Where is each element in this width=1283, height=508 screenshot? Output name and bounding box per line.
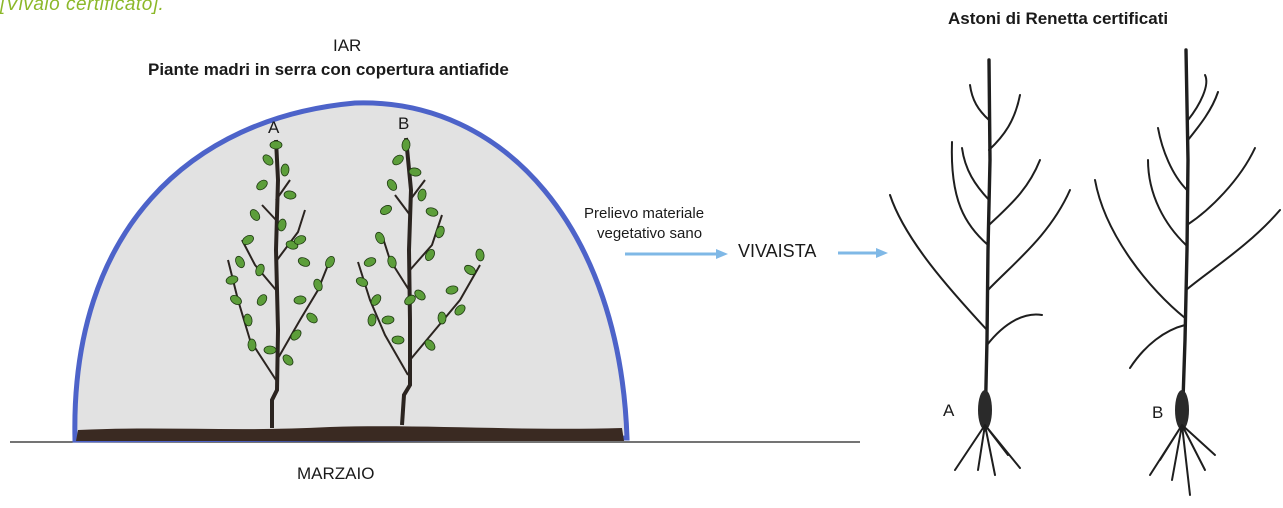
flow-step2-label: VIVAISTA [738, 241, 817, 261]
leaf [255, 263, 265, 277]
leaf [375, 231, 385, 245]
leaf [306, 312, 318, 324]
plant-label-a: A [268, 118, 280, 137]
leaf [414, 289, 426, 301]
leaf [293, 295, 307, 305]
leaf [280, 163, 290, 177]
leaf [435, 225, 445, 239]
leaf [387, 255, 397, 269]
leaf [454, 304, 466, 316]
leaf [230, 294, 242, 306]
leaf [290, 329, 302, 341]
leaf [391, 335, 405, 345]
leaf [313, 278, 323, 292]
leaf [225, 275, 239, 285]
arrow-to-vivaista [625, 249, 728, 259]
certified-tree-b [1094, 48, 1281, 496]
leaf [380, 205, 392, 215]
soil-strip [76, 426, 624, 441]
leaf [417, 188, 427, 202]
certified-trees-title: Astoni di Renetta certificati [948, 9, 1169, 28]
leaf [392, 154, 404, 166]
leaf [262, 154, 274, 166]
leaf [464, 264, 476, 276]
leaf [325, 255, 335, 269]
leaf [404, 294, 416, 306]
leaf [283, 190, 297, 200]
leaf [386, 179, 398, 191]
leaf [370, 294, 382, 306]
leaf-cluster [225, 138, 485, 366]
leaf [243, 313, 253, 327]
leaf [408, 167, 422, 177]
plant-label-b: B [398, 114, 410, 133]
leaf [293, 235, 307, 245]
leaf [256, 294, 268, 306]
tree-label-b: B [1152, 403, 1164, 422]
leaf [277, 218, 287, 232]
leaf [424, 339, 436, 351]
ground-label: MARZAIO [297, 464, 375, 483]
certified-tree-a [889, 58, 1071, 476]
leaf [367, 313, 377, 327]
flow-step1-line2: vegetativo sano [597, 225, 703, 242]
arrow-to-trees [838, 248, 888, 258]
leaf [235, 255, 245, 269]
leaf [475, 248, 485, 262]
flow-step1-line1: Prelievo materiale [584, 205, 705, 222]
leaf [242, 234, 254, 246]
leaf [247, 338, 257, 352]
leaf [437, 311, 447, 325]
leaf [256, 179, 268, 191]
caption-text: [Vivaio certificato]. [0, 0, 165, 15]
leaf [445, 285, 459, 295]
leaf [363, 257, 377, 267]
leaf [425, 249, 435, 261]
leaf [269, 140, 283, 150]
leaf [381, 315, 395, 325]
greenhouse-dome [72, 100, 630, 443]
leaf [249, 209, 261, 221]
tree-label-a: A [943, 401, 955, 420]
leaf [401, 138, 411, 152]
iar-title: IAR [333, 36, 362, 55]
leaf [282, 354, 294, 366]
leaf [263, 345, 277, 355]
leaf [425, 207, 439, 217]
leaf [297, 257, 311, 267]
iar-subtitle: Piante madri in serra con copertura anti… [148, 60, 509, 79]
leaf [355, 277, 369, 287]
